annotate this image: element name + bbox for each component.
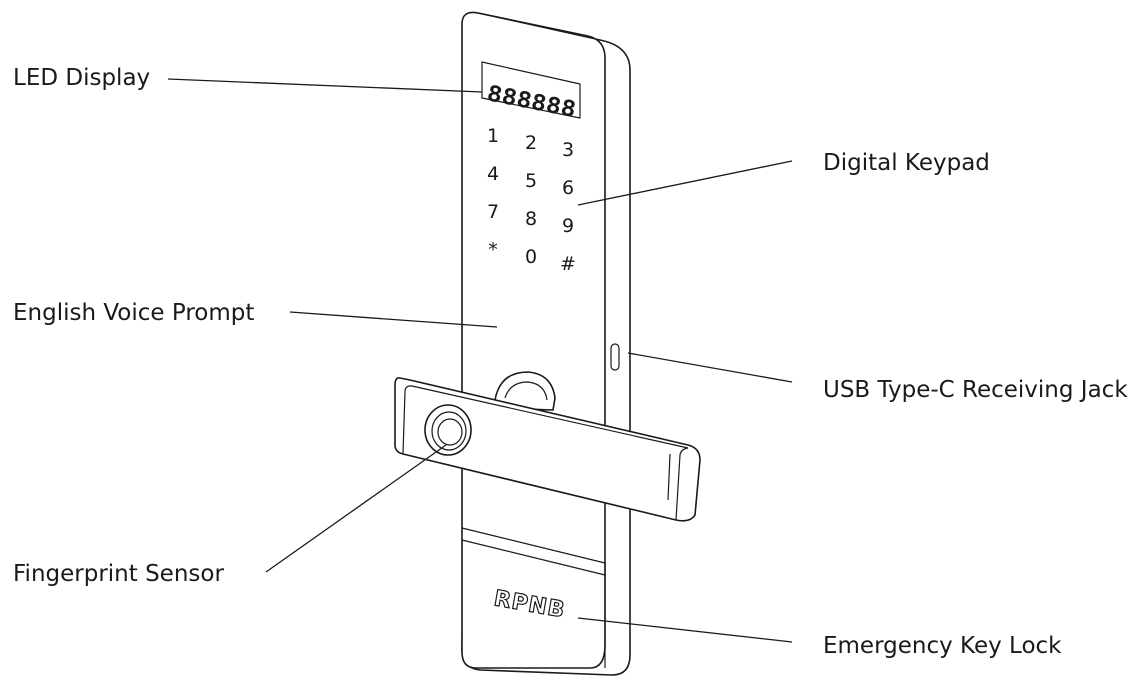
lever-handle bbox=[394, 377, 701, 522]
keypad-key: 4 bbox=[487, 163, 499, 185]
label-emergency-lock: Emergency Key Lock bbox=[823, 633, 1062, 659]
label-voice-prompt: English Voice Prompt bbox=[13, 300, 254, 326]
keypad-key: 9 bbox=[562, 215, 574, 237]
lock-faceplate bbox=[461, 11, 631, 676]
leader-voice-prompt bbox=[289, 311, 498, 328]
leader-led-display bbox=[167, 78, 483, 93]
handle-spindle bbox=[494, 371, 556, 411]
leader-fingerprint bbox=[265, 444, 447, 573]
keypad-key: 2 bbox=[525, 132, 537, 154]
usb-c-jack bbox=[610, 343, 620, 371]
label-usb-jack: USB Type-C Receiving Jack bbox=[823, 377, 1128, 403]
leader-usb-jack bbox=[627, 352, 793, 383]
leader-emergency-lock bbox=[577, 617, 793, 643]
label-led-display: LED Display bbox=[13, 65, 150, 91]
keypad-key: 1 bbox=[487, 125, 499, 147]
keypad-key: 7 bbox=[487, 201, 499, 223]
fingerprint-sensor bbox=[424, 404, 472, 456]
keypad-key: # bbox=[560, 253, 576, 275]
keypad-key: 8 bbox=[525, 208, 537, 230]
leader-digital-keypad bbox=[577, 160, 793, 206]
keypad-key: 6 bbox=[562, 177, 574, 199]
keypad-key: * bbox=[488, 239, 498, 261]
label-fingerprint: Fingerprint Sensor bbox=[13, 561, 224, 587]
leader-lines bbox=[167, 78, 793, 643]
label-digital-keypad: Digital Keypad bbox=[823, 150, 990, 176]
keypad-key: 0 bbox=[525, 246, 537, 268]
keypad-key: 3 bbox=[562, 139, 574, 161]
keypad: 1 2 3 4 5 6 7 8 9 * 0 # bbox=[487, 125, 576, 275]
keypad-key: 5 bbox=[525, 170, 537, 192]
